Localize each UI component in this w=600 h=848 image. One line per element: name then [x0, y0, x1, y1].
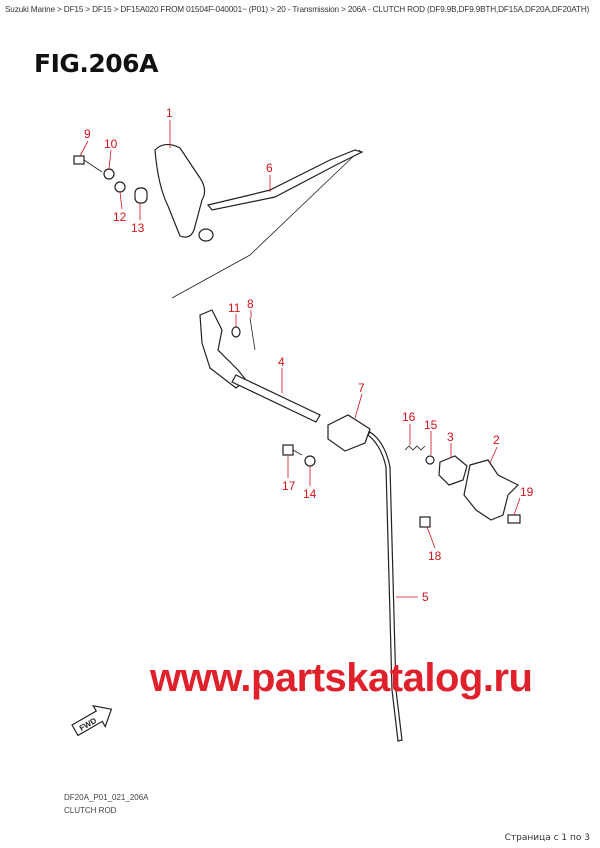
pagination: Страница с 1 по 3	[504, 833, 590, 843]
part-lever-lower[interactable]	[199, 309, 247, 389]
diagram-caption: CLUTCH ROD	[64, 806, 117, 815]
breadcrumb[interactable]: Suzuki Marine > DF15 > DF15 > DF15A020 F…	[5, 5, 590, 14]
figure-title: FIG.206A	[34, 49, 158, 78]
part-9-bolt-shank	[83, 159, 103, 173]
part-12-ring[interactable]	[114, 181, 126, 193]
part-2-bracket[interactable]	[463, 459, 520, 521]
callout-1[interactable]: 1	[166, 106, 173, 120]
callout-18[interactable]: 18	[428, 549, 442, 563]
watermark: www.partskatalog.ru	[150, 656, 533, 700]
callout-5[interactable]: 5	[422, 590, 429, 604]
callout-17[interactable]: 17	[282, 479, 296, 493]
callout-3[interactable]: 3	[447, 430, 454, 444]
part-17-bolt[interactable]	[282, 444, 294, 456]
part-15-ball[interactable]	[425, 455, 435, 465]
reference-line	[171, 149, 361, 299]
part-3-cam[interactable]	[438, 455, 468, 486]
callout-7[interactable]: 7	[358, 381, 365, 395]
leader-lines	[79, 120, 521, 598]
part-5-rod[interactable]	[367, 431, 403, 742]
callout-16[interactable]: 16	[402, 410, 416, 424]
callout-11[interactable]: 11	[228, 301, 241, 315]
callout-10[interactable]: 10	[104, 137, 118, 151]
part-10-washer[interactable]	[103, 168, 115, 180]
callout-13[interactable]: 13	[131, 221, 145, 235]
callout-14[interactable]: 14	[303, 487, 317, 501]
callout-8[interactable]: 8	[247, 297, 254, 311]
part-19-screw[interactable]	[507, 514, 521, 524]
callout-9[interactable]: 9	[84, 127, 91, 141]
callout-15[interactable]: 15	[424, 418, 438, 432]
fwd-arrow-icon: FWD	[71, 704, 113, 737]
part-17-bolt-shank	[292, 449, 303, 456]
part-7-joint[interactable]	[327, 414, 371, 452]
callout-12[interactable]: 12	[113, 210, 127, 224]
callout-2[interactable]: 2	[493, 433, 500, 447]
part-11-washer[interactable]	[231, 326, 241, 338]
part-4-shaft[interactable]	[231, 374, 321, 423]
part-6-rod[interactable]	[206, 149, 364, 211]
diagram-code: DF20A_P01_021_206A	[64, 793, 149, 802]
callout-19[interactable]: 19	[520, 485, 534, 499]
callout-6[interactable]: 6	[266, 161, 273, 175]
part-14-washer[interactable]	[304, 455, 316, 467]
part-1-lever[interactable]	[154, 143, 206, 238]
part-18-bolt[interactable]	[419, 516, 431, 528]
part-1-boss	[198, 228, 214, 242]
part-13-bush[interactable]	[134, 187, 148, 204]
part-16-spring[interactable]	[404, 445, 426, 451]
callout-4[interactable]: 4	[278, 355, 285, 369]
part-8-pin[interactable]	[249, 317, 256, 351]
part-9-bolt[interactable]	[73, 155, 85, 165]
